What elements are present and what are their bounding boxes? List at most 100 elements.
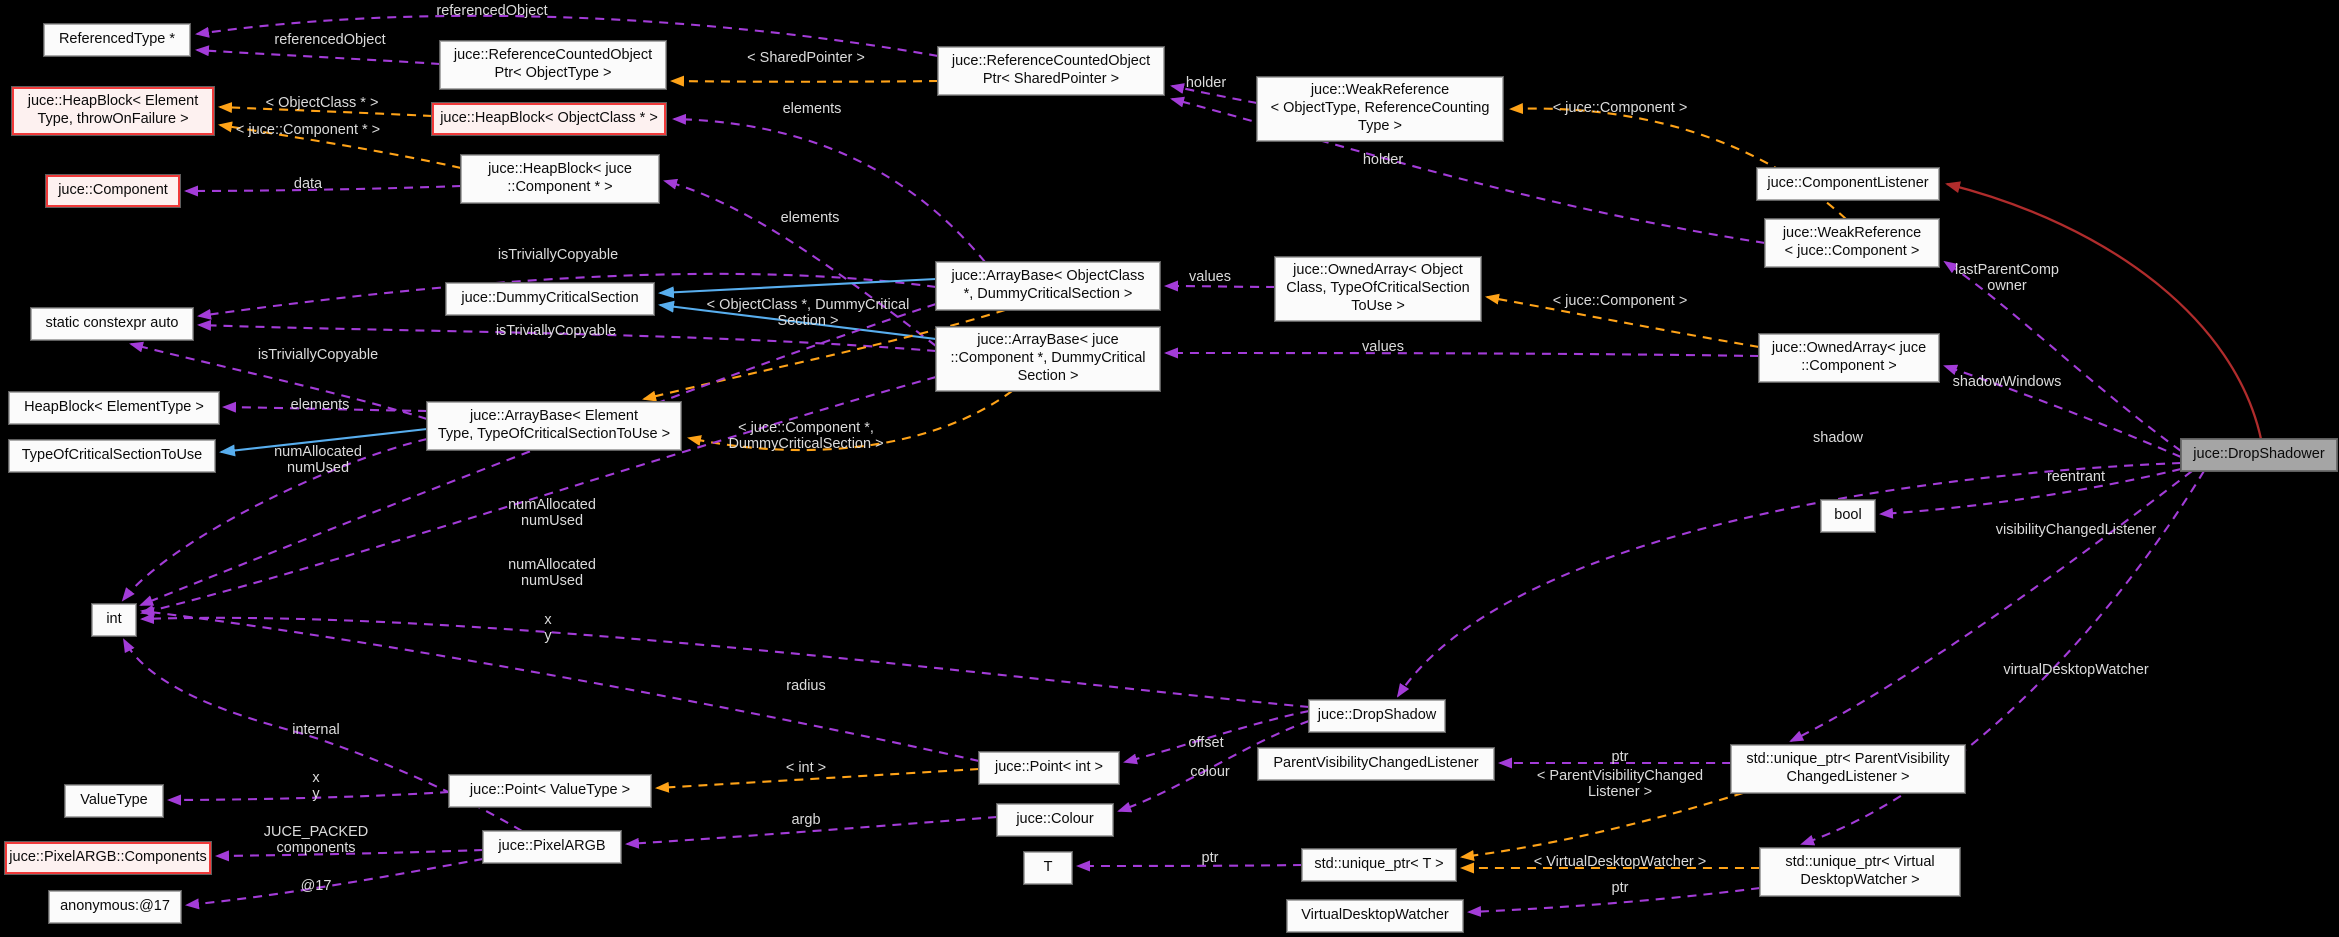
node-pixel-argb-components[interactable]: juce::PixelARGB::Components	[5, 842, 211, 874]
edge-label-holder-2: holder	[1362, 152, 1404, 168]
node-component[interactable]: juce::Component	[46, 175, 180, 207]
edge-label-radius: radius	[786, 678, 826, 694]
node-colour[interactable]: juce::Colour	[997, 804, 1113, 836]
node-dummy-critical-section[interactable]: juce::DummyCriticalSection	[446, 283, 654, 315]
node-heap-block-object-class[interactable]: juce::HeapBlock< ObjectClass * >	[432, 103, 666, 135]
node-anonymous-17[interactable]: anonymous:@17	[49, 891, 181, 923]
edge-inheritance-componentlistener	[1945, 181, 2263, 440]
edge-holder-1	[1170, 83, 1258, 105]
node-weak-reference-generic[interactable]: juce::WeakReference < ObjectType, Refere…	[1257, 77, 1503, 141]
edge-lastparentcomp-owner	[1943, 260, 2182, 452]
node-unique-ptr-virtual-desktop-watcher[interactable]: std::unique_ptr< Virtual DesktopWatcher …	[1760, 848, 1960, 896]
edge-shadow	[1396, 461, 2182, 698]
node-parent-visibility-changed-listener[interactable]: ParentVisibilityChangedListener	[1258, 748, 1494, 780]
edge-inheritance-dummycritical-1	[658, 277, 937, 299]
node-owned-array-generic[interactable]: juce::OwnedArray< Object Class, TypeOfCr…	[1275, 257, 1481, 321]
edge-elements-3	[222, 401, 428, 413]
edge-point-valuetype-xy	[167, 790, 450, 806]
edge-referencedObject-2	[195, 14, 939, 58]
edge-inheritance-typeofcriticalsection	[219, 427, 428, 457]
node-referenced-type[interactable]: ReferencedType *	[44, 24, 190, 56]
edge-label-referencedobject-1: referencedObject	[436, 3, 548, 19]
node-array-base-object-class[interactable]: juce::ArrayBase< ObjectClass *, DummyCri…	[936, 262, 1160, 310]
edge-label-offset: offset	[1188, 735, 1224, 751]
node-static-constexpr-auto[interactable]: static constexpr auto	[31, 308, 193, 340]
edge-label-ptr-2: ptr	[1201, 850, 1219, 866]
edge-label-int-template: < int >	[785, 760, 827, 776]
edge-template-sharedpointer	[670, 75, 939, 87]
edge-label-elements-2: elements	[780, 210, 840, 226]
node-component-listener[interactable]: juce::ComponentListener	[1757, 168, 1939, 200]
edge-label-shadow: shadow	[1813, 430, 1863, 446]
edge-label-data: data	[293, 176, 323, 192]
node-reference-counted-object-ptr-shared-pointer[interactable]: juce::ReferenceCountedObject Ptr< Shared…	[938, 47, 1164, 95]
node-t[interactable]: T	[1024, 852, 1072, 884]
edge-values-1	[1164, 280, 1276, 292]
edge-ptr-t	[1076, 860, 1303, 872]
edge-label-values-2: values	[1362, 339, 1404, 355]
node-array-base-generic[interactable]: juce::ArrayBase< Element Type, TypeOfCri…	[427, 402, 681, 450]
node-int[interactable]: int	[92, 604, 136, 636]
node-point-value-type[interactable]: juce::Point< ValueType >	[449, 775, 651, 807]
node-reference-counted-object-ptr-object-type[interactable]: juce::ReferenceCountedObject Ptr< Object…	[440, 41, 666, 89]
edge-label-argb: argb	[791, 812, 821, 828]
edge-holder-2	[1170, 96, 1766, 245]
edge-label-jucepacked-components: JUCE_PACKED components	[263, 824, 369, 857]
edge-label-objectclass-ptr: < ObjectClass * >	[265, 95, 379, 111]
edge-label-ptr-1: ptr	[1611, 749, 1629, 765]
edge-label-colour: colour	[1190, 764, 1230, 780]
edge-values-2	[1164, 347, 1760, 359]
edge-referencedObject-1	[195, 45, 441, 66]
edge-label-objectclass-dummy: < ObjectClass *, DummyCritical Section >	[706, 297, 910, 330]
node-array-base-component[interactable]: juce::ArrayBase< juce ::Component *, Dum…	[936, 327, 1160, 391]
node-heap-block-component[interactable]: juce::HeapBlock< juce ::Component * >	[461, 155, 659, 203]
edge-label-holder-1: holder	[1185, 75, 1227, 91]
edge-jucepacked-components	[215, 848, 484, 862]
node-bool[interactable]: bool	[1821, 500, 1875, 532]
edge-label-virtualdesktopwatcher: virtualDesktopWatcher	[2003, 662, 2149, 678]
edge-point-int-xy	[140, 606, 980, 763]
node-unique-ptr-t[interactable]: std::unique_ptr< T >	[1302, 849, 1456, 881]
edge-virtualdesktopwatcher	[1800, 470, 2205, 846]
edge-label-lastparentcomp-owner: lastParentComp owner	[1955, 262, 2059, 295]
edge-template-ownedarray	[1485, 293, 1760, 349]
node-heap-block-element-type[interactable]: HeapBlock< ElementType >	[9, 392, 219, 424]
edge-istriviallycopyable-3	[129, 341, 428, 421]
edge-template-objectclass-ptr	[218, 102, 433, 118]
node-heap-block-generic[interactable]: juce::HeapBlock< Element Type, throwOnFa…	[12, 87, 214, 135]
node-drop-shadower: juce::DropShadower	[2181, 439, 2337, 471]
node-pixel-argb[interactable]: juce::PixelARGB	[483, 831, 621, 863]
edge-label-visibilitychangedlistener: visibilityChangedListener	[1995, 522, 2157, 538]
edge-label-numallocated-3: numAllocated numUsed	[508, 557, 596, 590]
node-unique-ptr-parent-visibility-changed-listener[interactable]: std::unique_ptr< ParentVisibility Change…	[1731, 745, 1965, 793]
edge-label-parentvisibility-template: < ParentVisibilityChanged Listener >	[1536, 768, 1704, 801]
edge-istriviallycopyable-2	[197, 319, 937, 353]
edge-label-xy-2: x y	[312, 770, 320, 803]
edge-label-istriviallycopyable-1: isTriviallyCopyable	[497, 247, 619, 263]
node-weak-reference-component[interactable]: juce::WeakReference < juce::Component >	[1765, 219, 1939, 267]
edge-label-juce-component-1: < juce::Component >	[1552, 100, 1688, 116]
edge-label-juce-component-2: < juce::Component >	[1552, 293, 1688, 309]
node-drop-shadow[interactable]: juce::DropShadow	[1309, 700, 1445, 732]
edge-label-values-1: values	[1189, 269, 1231, 285]
edge-label-internal: internal	[292, 722, 340, 738]
edge-inheritance-dummycritical-2	[658, 300, 937, 341]
edge-visibilitychangedlistener	[1789, 470, 2193, 742]
node-owned-array-component[interactable]: juce::OwnedArray< juce ::Component >	[1759, 334, 1939, 382]
edge-label-component-dummy: < juce::Component *, DummyCriticalSectio…	[728, 420, 884, 453]
edge-elements-2	[663, 178, 937, 347]
edge-label-numallocated-2: numAllocated numUsed	[508, 497, 596, 530]
edge-template-uptr-parentvisibility	[1460, 791, 1744, 861]
edge-template-component-weakref	[1509, 103, 1847, 220]
node-type-of-critical-section-to-use[interactable]: TypeOfCriticalSectionToUse	[9, 440, 215, 472]
edge-numallocated-2	[139, 303, 937, 606]
edge-label-ptr-3: ptr	[1611, 880, 1629, 896]
node-virtual-desktop-watcher[interactable]: VirtualDesktopWatcher	[1287, 900, 1463, 932]
edge-label-shadowwindows: shadowWindows	[1952, 374, 2062, 390]
node-value-type[interactable]: ValueType	[65, 785, 163, 817]
node-point-int[interactable]: juce::Point< int >	[979, 752, 1119, 784]
edge-label-istriviallycopyable-3: isTriviallyCopyable	[257, 347, 379, 363]
edge-offset	[1123, 709, 1310, 765]
edge-label-reentrant: reentrant	[2046, 469, 2106, 485]
